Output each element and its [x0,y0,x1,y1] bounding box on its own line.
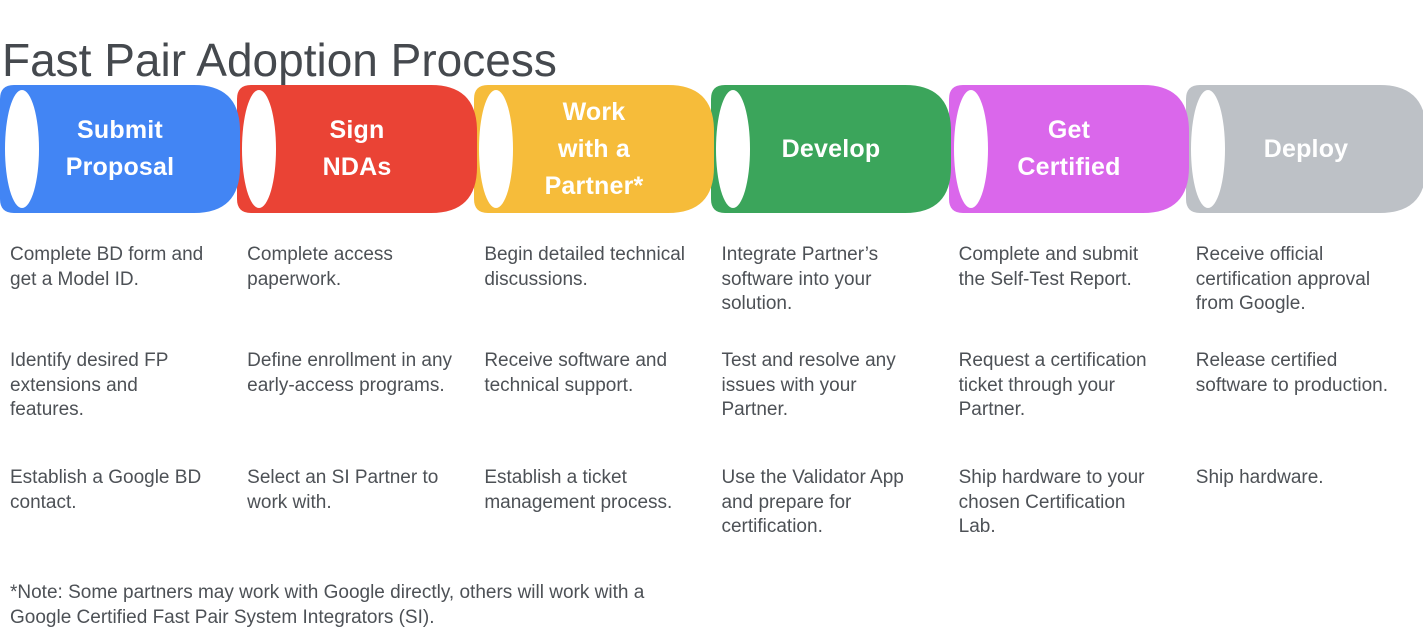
step-text: Ship hardware. [1195,467,1324,488]
step-text: Request a certification ticket through y… [958,350,1147,420]
step-text: Define enrollment in any early-access pr… [247,350,453,396]
stage-label-sign-ndas: Sign NDAs [322,116,392,181]
stage-label-get-certified: Get Certified [1017,116,1121,181]
step-text: Receive official certification approval … [1195,244,1371,314]
stage-label-deploy: Deploy [1263,134,1349,163]
stage-shape-sign-ndas [237,85,477,213]
step-text: Establish a ticket management process. [484,467,673,513]
stage-shape-get-certified [949,85,1189,213]
step-row-2: Identify desired FP extensions and featu… [0,349,1423,423]
stage-shape-develop [711,85,951,213]
step-text: Select an SI Partner to work with. [247,467,439,513]
step-row-3: Establish a Google BD contact. Select an… [0,466,1423,540]
step-text: Ship hardware to your chosen Certificati… [958,467,1145,537]
stage-shape-work-with-a-partner [474,85,714,213]
step-text: Use the Validator App and prepare for ce… [721,467,904,537]
page-title: Fast Pair Adoption Process [2,33,557,86]
step-text: Test and resolve any issues with your Pa… [721,350,896,420]
stage-label-submit-proposal: Submit Proposal [65,116,175,181]
step-text: Identify desired FP extensions and featu… [10,350,169,420]
step-text: Receive software and technical support. [484,350,668,396]
stage-shape-deploy [1186,85,1423,213]
step-text: Complete and submit the Self-Test Report… [958,244,1139,290]
stage-shape-submit-proposal [0,85,240,213]
step-text: Begin detailed technical discussions. [484,244,686,290]
stage-label-work-with-a-partner: Work with a Partner* [544,97,644,200]
step-text: Complete access paperwork. [247,244,393,290]
step-row-1: Complete BD form and get a Model ID. Com… [0,243,1423,317]
process-band [0,85,1423,213]
step-text: Integrate Partner’s software into your s… [721,244,879,314]
step-text: Complete BD form and get a Model ID. [10,244,204,290]
footnote: *Note: Some partners may work with Googl… [10,582,645,628]
step-text: Establish a Google BD contact. [10,467,202,513]
step-text: Release certified software to production… [1195,350,1388,396]
stage-label-develop: Develop [781,134,881,163]
